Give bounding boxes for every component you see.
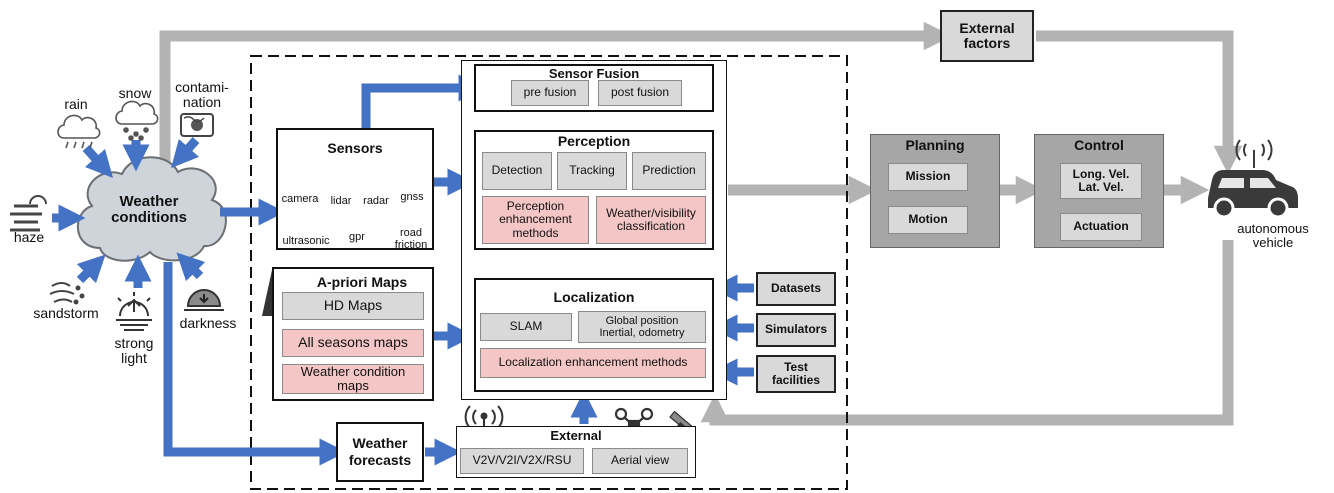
v2x-box: V2V/V2I/V2X/RSU [460,448,584,474]
datasets-box: Datasets [756,272,836,306]
planning-title: Planning [905,137,965,153]
system-boundary [250,55,848,490]
road-friction-label: road friction [394,227,428,251]
perception-title: Perception [557,133,631,149]
apriori-maps-title: A-priori Maps [316,274,408,290]
snow-icon [115,100,159,141]
arrow-rain [82,144,114,179]
contamination-icon [180,113,214,137]
arrow-weather-to-external-factors [159,21,953,165]
weather-conditions-label: Weather conditions [111,193,187,226]
aerial-view-box: Aerial view [592,448,688,474]
gray-arrows [159,21,1243,426]
weather-condition-maps-box: Weather condition maps [282,364,424,394]
arrow-darkness [176,252,206,282]
simulators-box: Simulators [756,313,836,347]
sandstorm-label: sandstorm [33,305,99,321]
radar-label: radar [363,195,389,207]
lidar-label: lidar [330,195,352,207]
weather-forecasts-label: Weather forecasts [348,435,412,468]
external-factors-box: External factors [940,10,1034,62]
strong-light-label: strong light [114,335,154,366]
test-facilities-box: Test facilities [756,355,836,393]
darkness-label: darkness [179,315,237,331]
sensor-fusion-title: Sensor Fusion [548,66,640,81]
post-fusion-box: post fusion [598,80,682,106]
arrow-sensors-to-fusion [361,74,486,128]
arrow-weather-to-forecasts [163,262,347,466]
snow-label: snow [118,85,152,101]
weather-cloud-shape [77,156,227,262]
gnss-label: gnss [400,191,424,203]
control-title: Control [1074,137,1124,153]
ultrasonic-label: ultrasonic [282,235,330,247]
tracking-box: Tracking [557,152,627,190]
darkness-icon [184,289,224,311]
perception-enhancement-box: Perception enhancement methods [482,196,589,244]
haze-label: haze [13,229,45,245]
arrow-external-factors-to-vehicle [1036,30,1243,175]
all-seasons-maps-box: All seasons maps [282,329,424,357]
weather-visibility-classification-box: Weather/visibility classification [596,196,706,244]
arrow-sandstorm [76,254,106,284]
rain-icon [57,114,101,149]
localization-enhancement-box: Localization enhancement methods [480,348,706,378]
mission-box: Mission [888,163,968,191]
strong-light-icon [116,292,152,331]
pre-fusion-box: pre fusion [511,80,589,106]
rain-label: rain [64,96,88,112]
sensors-title: Sensors [327,140,383,156]
velocity-box: Long. Vel. Lat. Vel. [1060,163,1142,199]
autonomous-vehicle-icon [1208,139,1298,219]
camera-label: camera [281,193,319,205]
autonomous-vehicle-label: autonomous vehicle [1237,221,1309,250]
haze-icon [10,195,47,232]
gpr-label: gpr [349,231,365,243]
localization-title: Localization [553,289,635,305]
sandstorm-icon [49,282,85,305]
motion-box: Motion [888,206,968,234]
hd-maps-box: HD Maps [282,292,424,320]
contamination-label: contami- nation [175,79,229,110]
detection-box: Detection [482,152,552,190]
actuation-box: Actuation [1060,213,1142,241]
arrow-vehicle-feedback [700,240,1234,426]
slam-box: SLAM [480,313,572,341]
external-title: External [550,428,602,443]
arrow-contamination [171,137,200,169]
prediction-box: Prediction [632,152,706,190]
sensors-panel: Sensors [276,128,434,250]
global-position-box: Global position Inertial, odometry [578,311,706,343]
weather-forecasts-box: Weather forecasts [336,422,424,482]
